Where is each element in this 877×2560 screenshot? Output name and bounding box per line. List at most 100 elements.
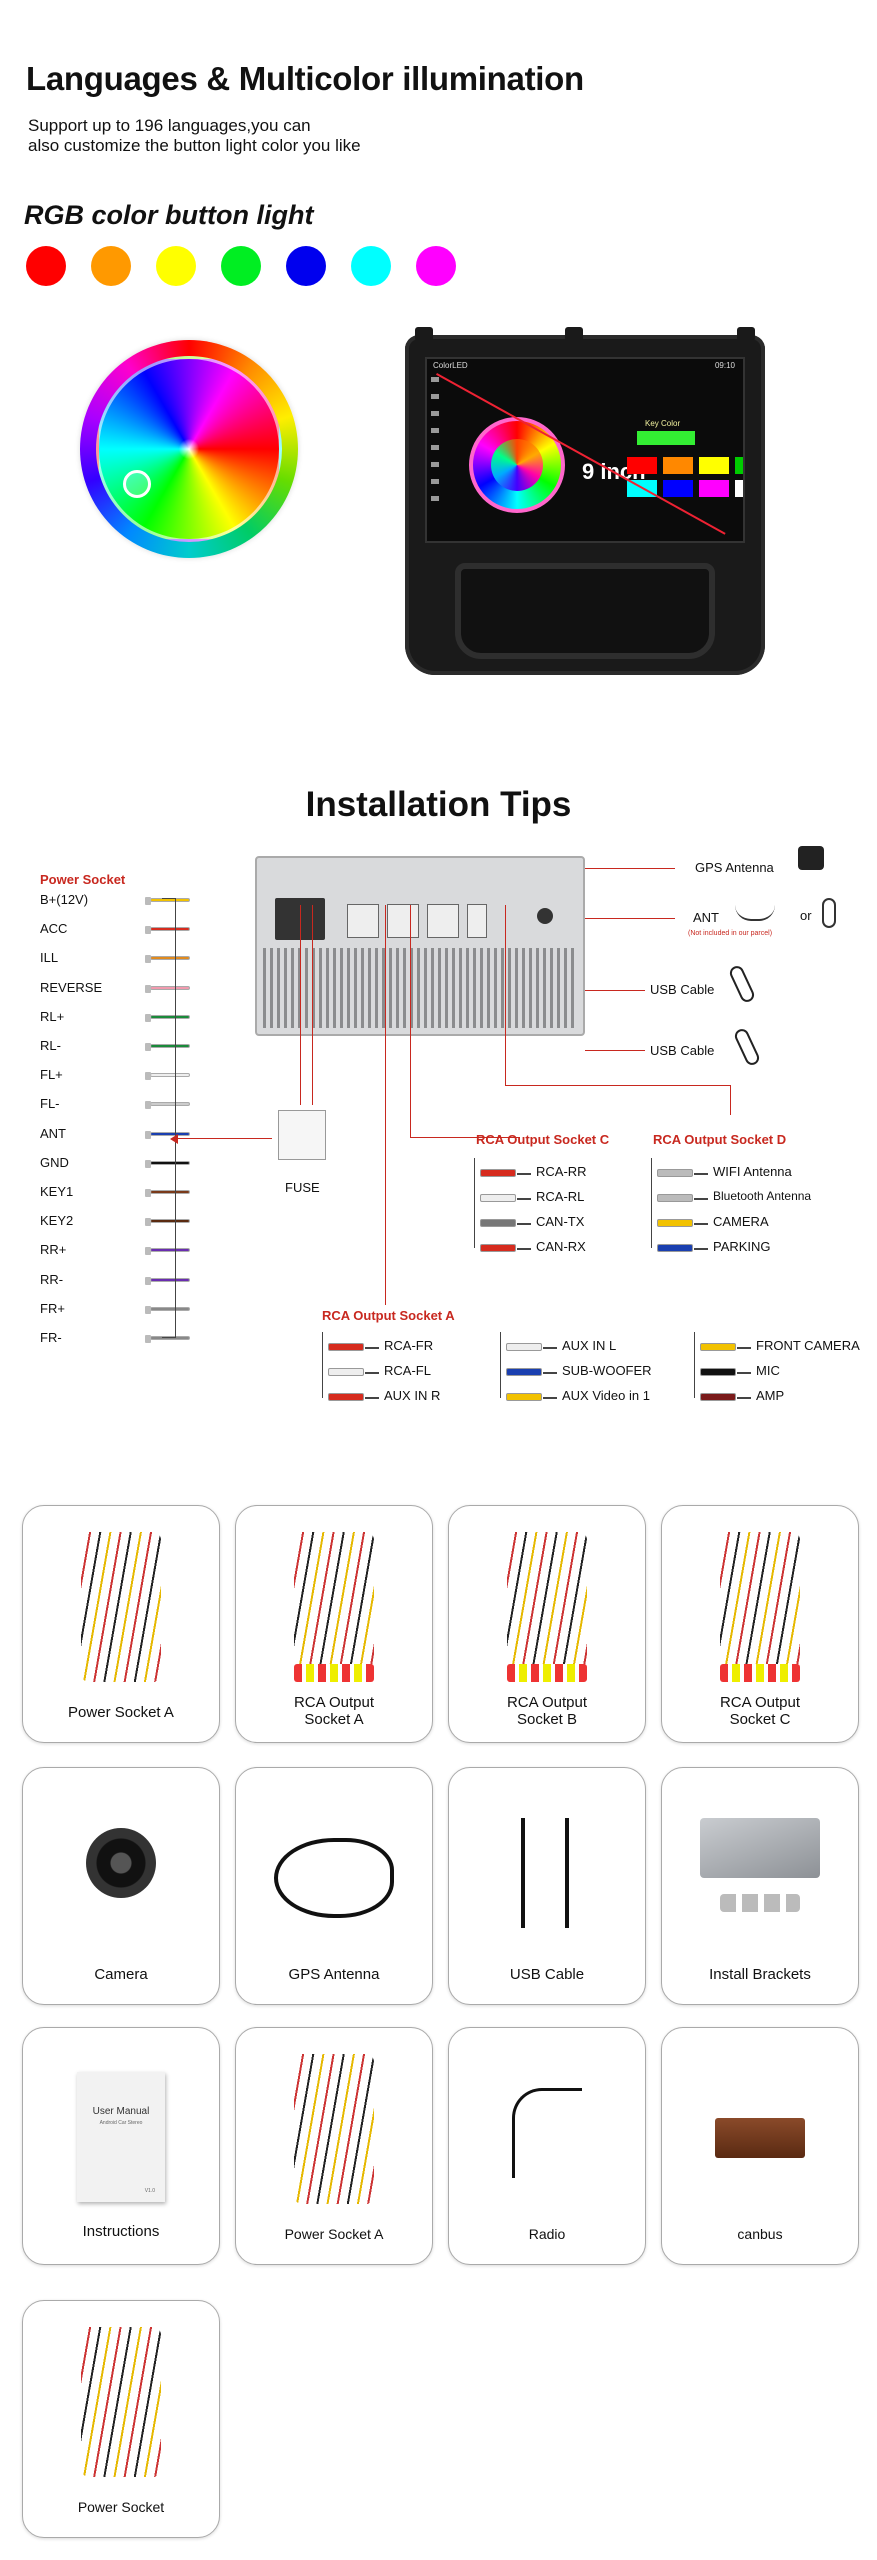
color-swatch[interactable] (663, 480, 693, 497)
power-wire-label: RL- (40, 1038, 61, 1053)
power-wire-swatch (145, 1072, 190, 1081)
color-swatch[interactable] (699, 480, 729, 497)
power-wire-row: RR- (40, 1271, 190, 1287)
connector-label: RCA-FR (384, 1338, 434, 1353)
unit-connector (427, 904, 459, 938)
line-socket-d (505, 905, 506, 1085)
section-title-languages: Languages & Multicolor illumination (26, 60, 584, 97)
accessory-card: Radio (448, 2027, 646, 2265)
accessory-image (81, 2327, 161, 2477)
color-dot (26, 246, 66, 286)
power-wire-row: KEY2 (40, 1213, 190, 1228)
connector-label: CAN-RX (536, 1239, 586, 1254)
connector-label: CAN-TX (536, 1214, 585, 1229)
color-wheel-knob (123, 470, 151, 498)
connector-label: RCA-FL (384, 1363, 431, 1378)
power-wire-row: FL- (40, 1096, 190, 1111)
accessory-image (507, 1818, 587, 1928)
installation-title: Installation Tips (305, 785, 572, 824)
connector-label: MIC (756, 1363, 780, 1378)
unit-connector (347, 904, 379, 938)
power-wire-row: RL+ (40, 1009, 190, 1024)
line-socket-a (385, 905, 386, 1305)
power-wire-swatch (145, 1159, 190, 1168)
accessory-card: USB Cable (448, 1767, 646, 2005)
accessory-label: Install Brackets (709, 1966, 811, 1983)
device-tab (737, 327, 755, 341)
connector-plug (480, 1169, 531, 1177)
connector-plug (506, 1368, 557, 1376)
accessory-label: Power Socket A (68, 1704, 174, 1721)
connector-plug (328, 1393, 379, 1401)
power-wire-label: ANT (40, 1125, 66, 1141)
color-dot (416, 246, 456, 286)
line-usb2 (585, 1050, 645, 1051)
antenna-port-icon (537, 908, 553, 924)
key-color-bar (637, 431, 695, 445)
power-wire-label: GND (40, 1154, 69, 1170)
power-wire-row: FR+ (40, 1300, 190, 1316)
socket-d-title: RCA Output Socket D (653, 1132, 787, 1147)
accessory-label: USB Cable (509, 1966, 585, 1983)
power-wire-swatch (145, 1043, 190, 1051)
color-swatch[interactable] (699, 457, 729, 474)
color-swatch[interactable] (735, 457, 743, 474)
connector-plug (657, 1194, 708, 1202)
power-wire-label: RR- (40, 1271, 64, 1287)
accessory-card: GPS Antenna (235, 1767, 433, 2005)
power-wire-label: ILL (40, 950, 59, 966)
power-wire-label: KEY1 (40, 1184, 74, 1199)
ant-adapter-icon (822, 898, 836, 928)
power-wire-row: RL- (40, 1038, 190, 1053)
power-wire-label: ACC (40, 921, 68, 937)
device-screen: ColorLED 09:10 9 inch Key Color (425, 357, 745, 543)
unit-connector (387, 904, 419, 938)
accessory-card: Power Socket (22, 2300, 220, 2538)
accessory-image (700, 1818, 820, 1912)
line-ant (585, 918, 675, 919)
power-wire-label: B+(12V) (40, 892, 89, 907)
power-wire-swatch (145, 955, 190, 964)
connector-plug (328, 1368, 379, 1376)
connector-plug (506, 1393, 557, 1401)
connector-plug (480, 1219, 531, 1227)
color-swatch[interactable] (627, 457, 657, 474)
device-climate-panel (455, 563, 715, 659)
socket-c-bracket (474, 1158, 475, 1248)
wire-bracket (162, 898, 176, 1338)
section-subtitle: Support up to 196 languages,you can also… (28, 116, 361, 155)
line-socket-d (730, 1085, 731, 1115)
power-wire-row: B+(12V) (40, 892, 190, 907)
connector-plug (657, 1219, 708, 1227)
accessory-image (81, 1532, 161, 1682)
color-swatch[interactable] (735, 480, 743, 497)
power-wire-swatch (145, 1013, 190, 1022)
socket-a-bracket (694, 1332, 695, 1398)
connector-label: FRONT CAMERA (756, 1338, 860, 1353)
status-bar: ColorLED 09:10 (427, 359, 743, 373)
line-gps (585, 868, 675, 869)
power-wire-swatch (145, 926, 190, 935)
connector-plug (657, 1244, 708, 1252)
manual-version: V1.0 (144, 2188, 155, 2194)
accessory-image (294, 2054, 374, 2204)
socket-a-bracket (500, 1332, 501, 1398)
gps-antenna-label: GPS Antenna (695, 860, 774, 875)
connector-plug (480, 1244, 531, 1252)
color-swatch[interactable] (663, 457, 693, 474)
power-socket-title: Power Socket (40, 872, 126, 887)
fuse-label: FUSE (285, 1180, 320, 1195)
power-wire-row: GND (40, 1154, 190, 1170)
power-wire-row: RR+ (40, 1242, 190, 1257)
connector-plug (700, 1343, 751, 1351)
accessory-card: canbus (661, 2027, 859, 2265)
ant-cable-icon (735, 905, 775, 921)
power-wire-label: FR+ (40, 1300, 65, 1316)
screen-color-wheel[interactable] (469, 417, 565, 513)
socket-a-title: RCA Output Socket A (322, 1308, 455, 1323)
